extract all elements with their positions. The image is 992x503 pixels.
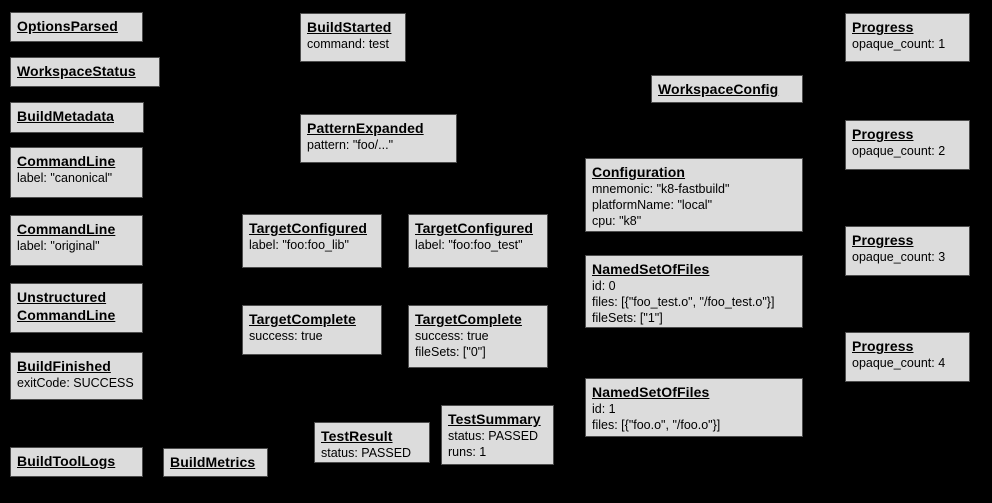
- node-title: Configuration: [592, 164, 686, 180]
- node-title: TestSummary: [448, 411, 541, 427]
- node-title: BuildMetadata: [17, 108, 114, 124]
- node-detail: runs: 1: [448, 445, 487, 459]
- node-detail: pattern: "foo/...": [307, 138, 394, 152]
- node-target-configured-foo-test: TargetConfigured label: "foo:foo_test": [408, 214, 548, 268]
- node-title: TestResult: [321, 428, 393, 444]
- node-options-parsed: OptionsParsed: [10, 12, 143, 42]
- node-build-metadata: BuildMetadata: [10, 102, 144, 133]
- node-detail: label: "canonical": [17, 171, 113, 185]
- node-title: CommandLine: [17, 221, 116, 237]
- node-title: Progress: [852, 126, 914, 142]
- node-title: Progress: [852, 19, 914, 35]
- node-detail: status: PASSED: [321, 446, 412, 460]
- node-target-complete-foo-lib: TargetComplete success: true: [242, 305, 382, 355]
- node-progress-3: Progress opaque_count: 3: [845, 226, 970, 276]
- node-named-set-of-files-0: NamedSetOfFiles id: 0 files: [{"foo_test…: [585, 255, 803, 328]
- node-detail: label: "foo:foo_test": [415, 238, 523, 252]
- node-title: OptionsParsed: [17, 18, 118, 34]
- node-detail: opaque_count: 2: [852, 144, 946, 158]
- node-detail: success: true: [415, 329, 489, 343]
- node-title: WorkspaceStatus: [17, 63, 136, 79]
- node-build-started: BuildStarted command: test: [300, 13, 406, 62]
- node-title: Unstructured CommandLine: [17, 289, 116, 323]
- node-workspace-status: WorkspaceStatus: [10, 57, 160, 87]
- node-detail: exitCode: SUCCESS: [17, 376, 134, 390]
- node-target-complete-foo-test: TargetComplete success: true fileSets: […: [408, 305, 548, 368]
- node-build-finished: BuildFinished exitCode: SUCCESS: [10, 352, 143, 400]
- node-detail: fileSets: ["1"]: [592, 311, 663, 325]
- node-detail: opaque_count: 3: [852, 250, 946, 264]
- node-detail: files: [{"foo_test.o", "/foo_test.o"}]: [592, 295, 775, 309]
- node-title: BuildToolLogs: [17, 453, 116, 469]
- node-configuration: Configuration mnemonic: "k8-fastbuild" p…: [585, 158, 803, 232]
- node-detail: cpu: "k8": [592, 214, 642, 228]
- node-target-configured-foo-lib: TargetConfigured label: "foo:foo_lib": [242, 214, 382, 268]
- node-workspace-config: WorkspaceConfig: [651, 75, 803, 103]
- node-detail: label: "original": [17, 239, 100, 253]
- node-title: TargetComplete: [415, 311, 522, 327]
- node-command-line-canonical: CommandLine label: "canonical": [10, 147, 143, 198]
- node-build-metrics: BuildMetrics: [163, 448, 268, 477]
- node-title: Progress: [852, 232, 914, 248]
- node-detail: files: [{"foo.o", "/foo.o"}]: [592, 418, 721, 432]
- node-pattern-expanded: PatternExpanded pattern: "foo/...": [300, 114, 457, 163]
- node-test-summary: TestSummary status: PASSED runs: 1: [441, 405, 554, 465]
- node-build-tool-logs: BuildToolLogs: [10, 447, 143, 477]
- node-detail: id: 1: [592, 402, 616, 416]
- node-detail: platformName: "local": [592, 198, 713, 212]
- node-title: CommandLine: [17, 153, 116, 169]
- node-progress-1: Progress opaque_count: 1: [845, 13, 970, 62]
- node-detail: opaque_count: 1: [852, 37, 946, 51]
- node-detail: fileSets: ["0"]: [415, 345, 486, 359]
- node-detail: mnemonic: "k8-fastbuild": [592, 182, 730, 196]
- node-title: BuildStarted: [307, 19, 392, 35]
- node-detail: command: test: [307, 37, 389, 51]
- node-test-result: TestResult status: PASSED: [314, 422, 430, 463]
- node-progress-4: Progress opaque_count: 4: [845, 332, 970, 382]
- node-command-line-original: CommandLine label: "original": [10, 215, 143, 266]
- node-title: TargetComplete: [249, 311, 356, 327]
- node-detail: id: 0: [592, 279, 616, 293]
- node-progress-2: Progress opaque_count: 2: [845, 120, 970, 170]
- node-title: WorkspaceConfig: [658, 81, 779, 97]
- node-title: PatternExpanded: [307, 120, 424, 136]
- node-detail: status: PASSED: [448, 429, 539, 443]
- node-unstructured-command-line: Unstructured CommandLine: [10, 283, 143, 333]
- node-detail: success: true: [249, 329, 323, 343]
- node-title: NamedSetOfFiles: [592, 261, 710, 277]
- node-detail: opaque_count: 4: [852, 356, 946, 370]
- node-title: NamedSetOfFiles: [592, 384, 710, 400]
- node-title: BuildMetrics: [170, 454, 256, 470]
- node-title: Progress: [852, 338, 914, 354]
- node-named-set-of-files-1: NamedSetOfFiles id: 1 files: [{"foo.o", …: [585, 378, 803, 437]
- node-detail: label: "foo:foo_lib": [249, 238, 349, 252]
- node-title: TargetConfigured: [249, 220, 368, 236]
- node-title: BuildFinished: [17, 358, 111, 374]
- node-title: TargetConfigured: [415, 220, 534, 236]
